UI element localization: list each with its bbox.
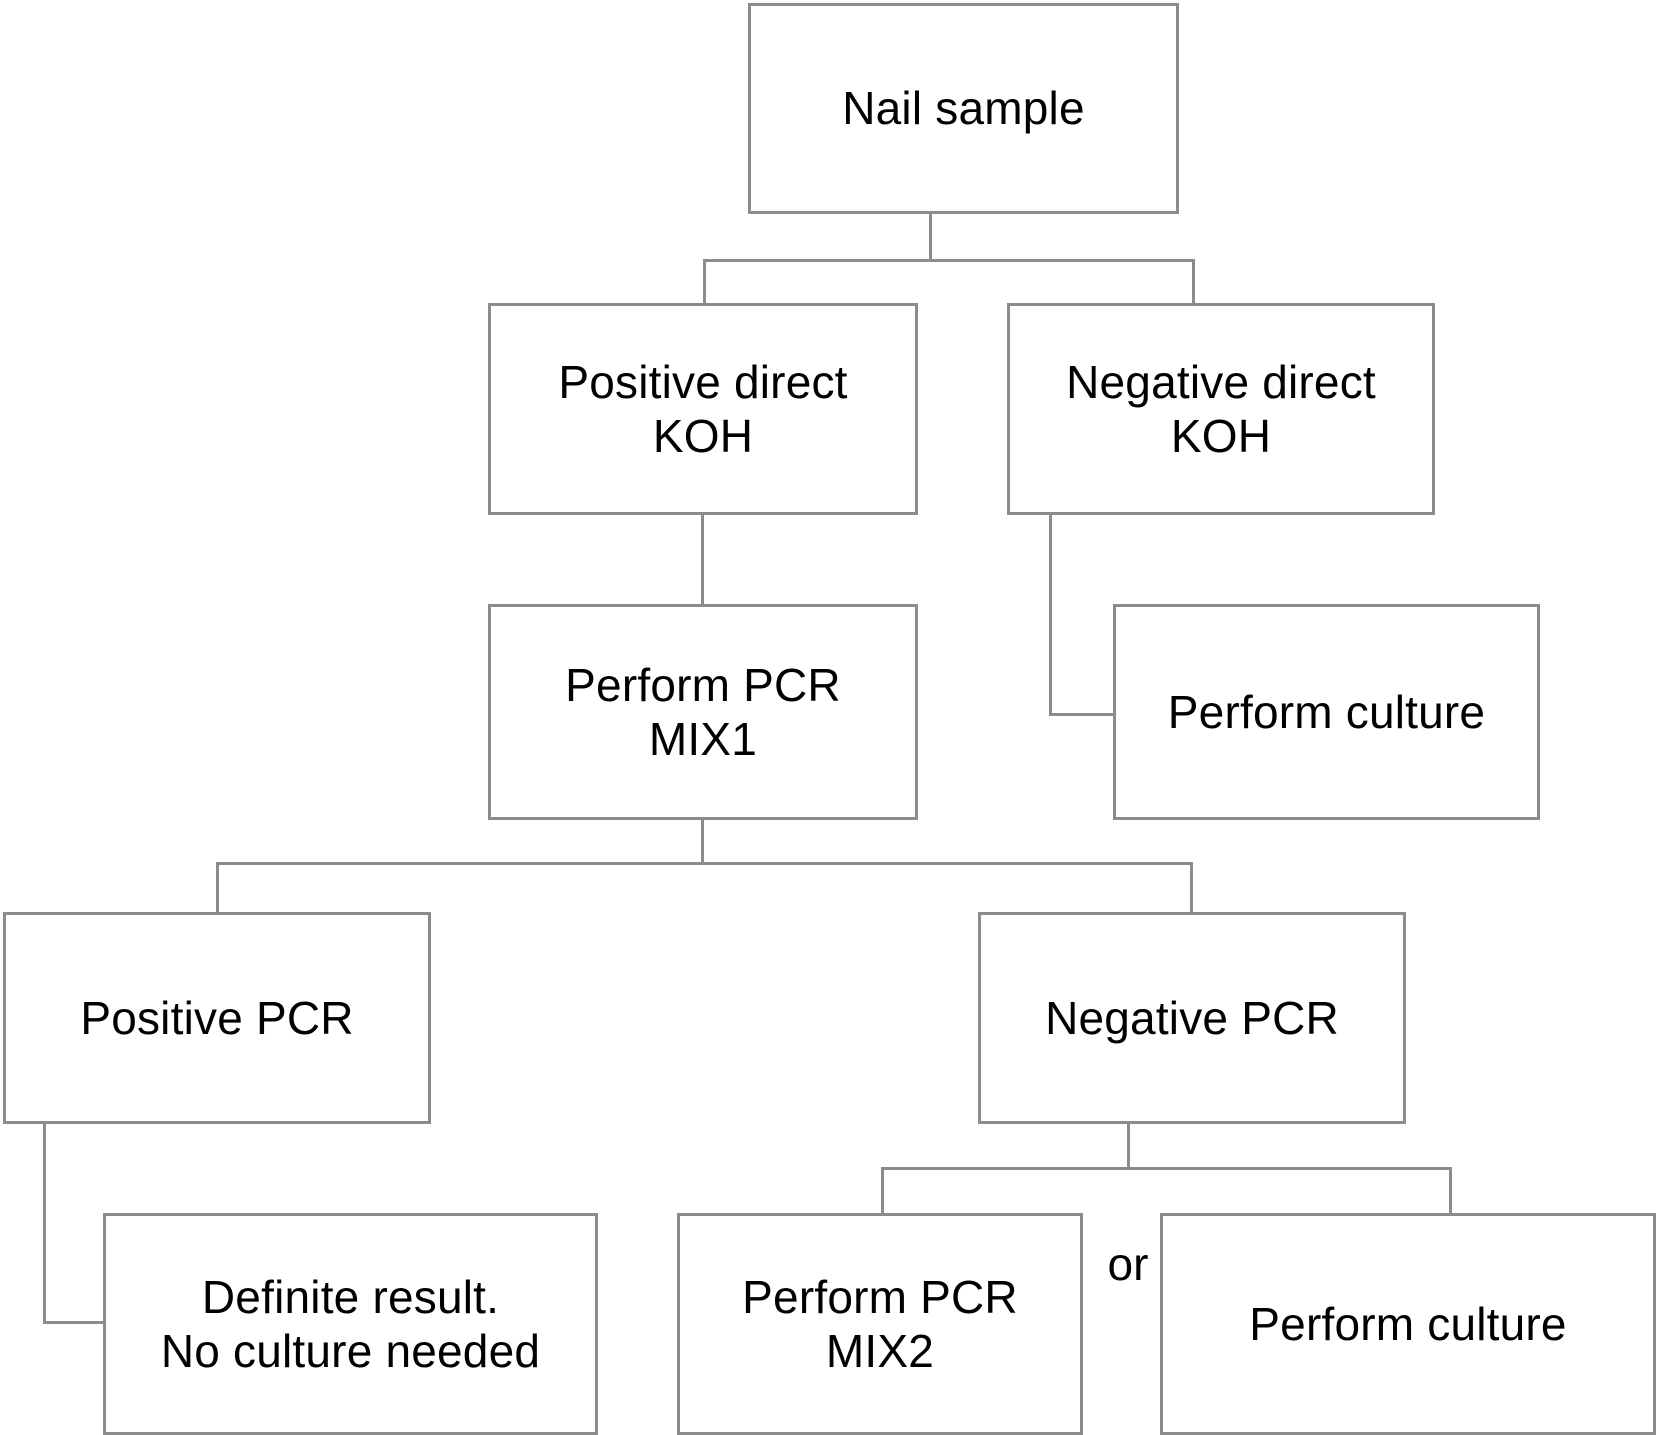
node-label: Negative direct KOH	[1066, 355, 1376, 462]
node-positive-direct-koh[interactable]: Positive direct KOH	[488, 303, 918, 515]
node-label: Perform PCR MIX1	[565, 658, 841, 765]
node-perform-pcr-mix2[interactable]: Perform PCR MIX2	[677, 1213, 1083, 1435]
node-label: Negative PCR	[1045, 991, 1339, 1044]
node-label: Positive direct KOH	[558, 355, 848, 462]
node-label: Nail sample	[842, 82, 1085, 135]
node-label: Perform culture	[1167, 685, 1486, 738]
node-perform-culture-2[interactable]: Perform culture	[1160, 1213, 1656, 1435]
node-label: Perform culture	[1249, 1297, 1567, 1350]
node-label: Perform PCR MIX2	[742, 1270, 1018, 1377]
connector-to-positive-pcr	[216, 862, 219, 914]
node-negative-pcr[interactable]: Negative PCR	[978, 912, 1406, 1124]
connector-negative-koh-to-culture	[1049, 713, 1116, 716]
node-perform-pcr-mix1[interactable]: Perform PCR MIX1	[488, 604, 918, 820]
or-connector-label: or	[1098, 1226, 1158, 1302]
connector-to-negative-pcr	[1190, 862, 1193, 914]
node-definite-result[interactable]: Definite result. No culture needed	[103, 1213, 598, 1435]
connector-negative-koh-drop	[1049, 513, 1052, 716]
connector-positive-pcr-drop	[43, 1121, 46, 1324]
connector-positive-koh-to-pcr-mix1	[701, 513, 704, 606]
node-label: Positive PCR	[80, 991, 354, 1044]
node-label: Definite result. No culture needed	[160, 1270, 541, 1377]
node-negative-direct-koh[interactable]: Negative direct KOH	[1007, 303, 1435, 515]
connector-to-pcr-mix2	[881, 1167, 884, 1216]
connector-to-positive-koh	[703, 259, 706, 305]
connector-negative-pcr-trunk	[1127, 1121, 1130, 1169]
node-perform-culture-1[interactable]: Perform culture	[1113, 604, 1540, 820]
connector-nail-sample-trunk	[929, 211, 932, 262]
node-positive-pcr[interactable]: Positive PCR	[3, 912, 431, 1124]
connector-pcr-mix1-bar	[216, 862, 1193, 865]
connector-pcr-mix1-trunk	[701, 818, 704, 864]
connector-to-negative-koh	[1192, 259, 1195, 305]
connector-nail-sample-bar	[703, 259, 1195, 262]
node-nail-sample[interactable]: Nail sample	[748, 3, 1179, 214]
connector-negative-pcr-bar	[881, 1167, 1452, 1170]
connector-positive-pcr-to-definite	[43, 1321, 105, 1324]
connector-to-culture-2	[1449, 1167, 1452, 1216]
